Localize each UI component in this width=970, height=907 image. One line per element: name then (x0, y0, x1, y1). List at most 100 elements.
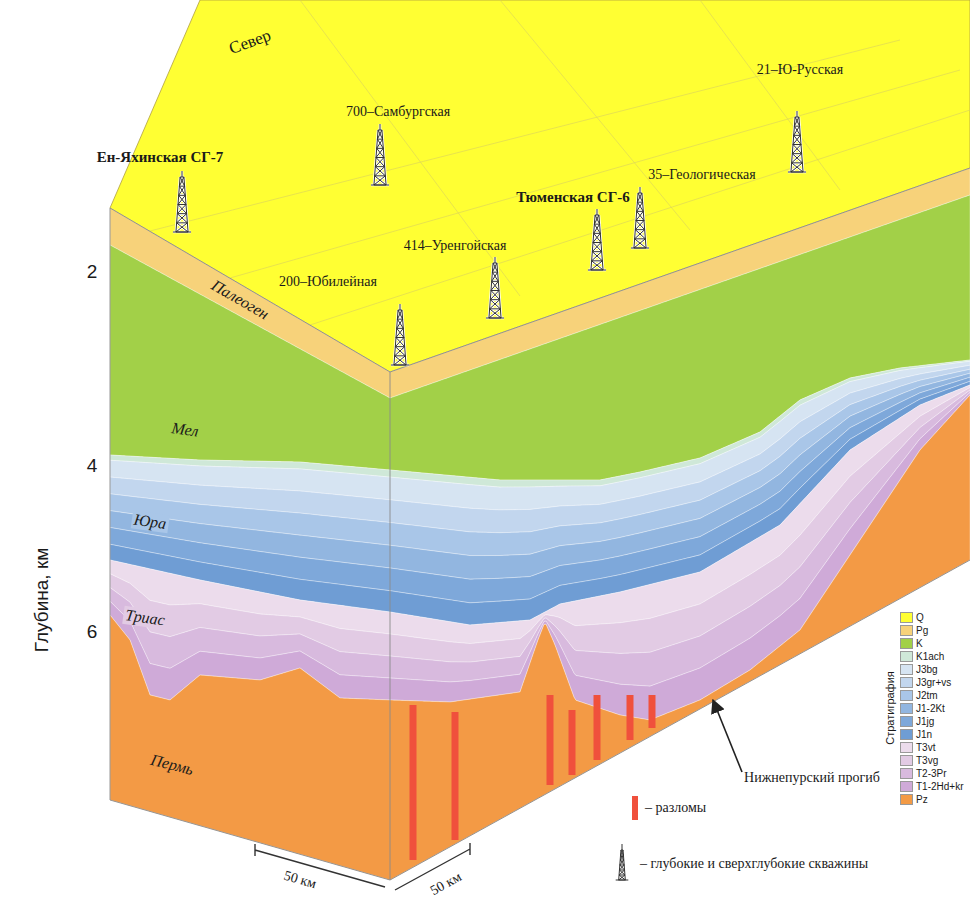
derrick-halo (616, 844, 629, 880)
fault (452, 712, 459, 840)
legend-row: T3vg (900, 755, 938, 766)
depth-mark: 6 (87, 621, 98, 643)
legend-swatch (900, 716, 913, 727)
legend-swatch (900, 664, 913, 675)
legend-row: T2-3Pr (900, 768, 947, 779)
legend-row: Pg (900, 625, 928, 636)
diagram-label: 21–Ю-Русская (757, 62, 844, 78)
layer-name: Пермь (147, 750, 197, 779)
fault (594, 695, 601, 760)
legend-row: Q (900, 612, 924, 623)
grid-line (700, 0, 840, 190)
legend-text: – разломы (645, 800, 706, 816)
derrick-halo (371, 124, 389, 185)
derrick-icon (588, 209, 606, 270)
derrick-frame (588, 209, 606, 270)
layer-name: Палеоген (206, 275, 273, 324)
legend-text: Pz (916, 794, 928, 805)
legend-row: J2tm (900, 690, 938, 701)
diagram-label: 700–Самбургская (346, 104, 450, 120)
diagram-label: 414–Уренгойская (404, 238, 507, 254)
derrick-icon (371, 124, 389, 185)
legend-swatch (900, 651, 913, 662)
derrick-icon (391, 304, 409, 365)
legend-swatch (900, 690, 913, 701)
legend-text: Q (916, 612, 924, 623)
legend-swatch (900, 768, 913, 779)
legend-swatch (900, 794, 913, 805)
derrick-frame (486, 257, 504, 318)
legend-text: T3vg (916, 755, 938, 766)
legend-row: J1n (900, 729, 932, 740)
legend-text: J1-2Kt (916, 703, 945, 714)
fault (649, 695, 656, 728)
legend-swatch (900, 755, 913, 766)
derrick-icon (788, 111, 806, 172)
derrick-frame (173, 171, 191, 232)
legend-swatch (900, 638, 913, 649)
derrick-icon (616, 844, 629, 880)
derrick-frame (371, 124, 389, 185)
legend-text: J3bg (916, 664, 938, 675)
strata-layer (110, 395, 970, 880)
legend-row: Pz (900, 794, 928, 805)
diagram-label: Север (226, 25, 273, 58)
legend-text: K1ach (916, 651, 944, 662)
diagram-label: 50 км (282, 868, 318, 893)
legend-text: T1-2Hd+kr (916, 781, 964, 792)
depth-mark: 4 (87, 455, 98, 477)
legend-row: T1-2Hd+kr (900, 781, 964, 792)
diagram-label: Ен-Яхинская СГ-7 (97, 149, 224, 166)
derrick-frame (631, 187, 649, 248)
legend-text: J2tm (916, 690, 938, 701)
legend-text: T2-3Pr (916, 768, 947, 779)
diagram-label: 35–Геологическая (648, 167, 755, 183)
diagram-label: 200–Юбилейная (279, 274, 377, 290)
pointer-arrow (713, 700, 742, 772)
derrick-icon (486, 257, 504, 318)
legend-swatch (900, 612, 913, 623)
fault (410, 705, 417, 860)
derrick-halo (173, 171, 191, 232)
legend-row: T3vt (900, 742, 935, 753)
depth-mark: 2 (87, 261, 98, 283)
derrick-frame (788, 111, 806, 172)
layer-name: Триас (122, 606, 168, 630)
diagram-label: Стратиграфия (884, 671, 897, 745)
legend-row: K (900, 638, 923, 649)
grid-line (500, 0, 690, 230)
legend-row: J3bg (900, 664, 938, 675)
derrick-halo (486, 257, 504, 318)
diagram-label: 50 км (428, 869, 465, 899)
legend-row: J3gr+vs (900, 677, 951, 688)
layer-name: Мел (168, 419, 201, 441)
legend-text: K (916, 638, 923, 649)
diagram-label: Тюменская СГ-6 (516, 189, 629, 206)
fault (627, 695, 634, 740)
legend-swatch (900, 625, 913, 636)
fault-sample (632, 796, 638, 820)
legend-text: J1n (916, 729, 932, 740)
layer-name: Юра (131, 510, 170, 533)
derrick-frame (391, 304, 409, 365)
legend-text: J3gr+vs (916, 677, 951, 688)
diagram-label: Нижнепурский прогиб (744, 770, 880, 786)
legend-swatch (900, 729, 913, 740)
derrick-icon (173, 171, 191, 232)
grid-line (150, 40, 900, 231)
derrick-frame (616, 844, 629, 880)
derrick-halo (631, 187, 649, 248)
legend-swatch (900, 703, 913, 714)
legend-swatch (900, 677, 913, 688)
block-edge (110, 168, 970, 880)
derrick-halo (391, 304, 409, 365)
derrick-halo (788, 111, 806, 172)
fault (569, 710, 576, 775)
fault (547, 695, 554, 785)
legend-text: Pg (916, 625, 928, 636)
legend-row: – глубокие и сверхглубокие скважины (640, 856, 868, 872)
diagram-label: Глубина, км (31, 548, 53, 653)
legend-text: T3vt (916, 742, 935, 753)
legend-row: – разломы (645, 800, 706, 816)
legend-row: K1ach (900, 651, 944, 662)
